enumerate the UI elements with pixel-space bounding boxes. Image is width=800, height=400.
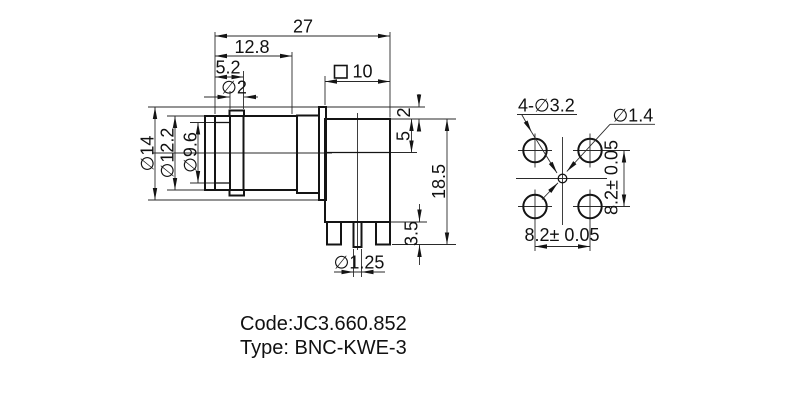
- dim-body-square: 10: [353, 62, 373, 82]
- label-center-hole: ∅1.4: [613, 106, 654, 126]
- dim-flange-lip: 2: [394, 107, 414, 117]
- connector-outline: [204, 106, 391, 248]
- dim-hole-pitch-vertical: 8.2± 0.05: [602, 140, 622, 215]
- caption: Code:JC3.660.852 Type: BNC-KWE-3: [240, 313, 407, 359]
- hole-pattern-view: 4-∅3.2 ∅1.4 8.2± 0.05 8.2± 0.05: [516, 96, 655, 251]
- dim-pin-length: 3.5: [402, 221, 422, 246]
- side-view: 27 12.8 5.2 ∅2 10 ∅14 ∅12.2 ∅9.6 2 5 18.…: [138, 17, 456, 277]
- dim-body-height: 18.5: [429, 164, 449, 199]
- center-hole: [557, 173, 568, 184]
- dim-lug-diameter: ∅2: [221, 78, 247, 98]
- side-view-dimension-lines: [152, 33, 450, 275]
- dim-upper-height: 5: [394, 131, 414, 141]
- dim-nut-diameter: ∅12.2: [158, 128, 178, 179]
- dim-bore-diameter: ∅9.6: [181, 132, 201, 173]
- label-mounting-holes: 4-∅3.2: [518, 96, 575, 116]
- caption-code: Code:JC3.660.852: [240, 313, 407, 335]
- dim-hole-pitch-horizontal: 8.2± 0.05: [525, 225, 600, 245]
- caption-type: Type: BNC-KWE-3: [240, 337, 407, 359]
- mounting-holes: [522, 137, 603, 220]
- dim-pin-diameter: ∅1.25: [334, 253, 385, 273]
- dim-nut-length: 12.8: [234, 37, 269, 57]
- dim-total-length: 27: [293, 17, 313, 37]
- square-symbol: [333, 64, 348, 79]
- dim-flange-diameter: ∅14: [138, 136, 158, 172]
- dim-lug-offset: 5.2: [215, 58, 240, 78]
- hole-view-dimension-lines: [517, 114, 655, 249]
